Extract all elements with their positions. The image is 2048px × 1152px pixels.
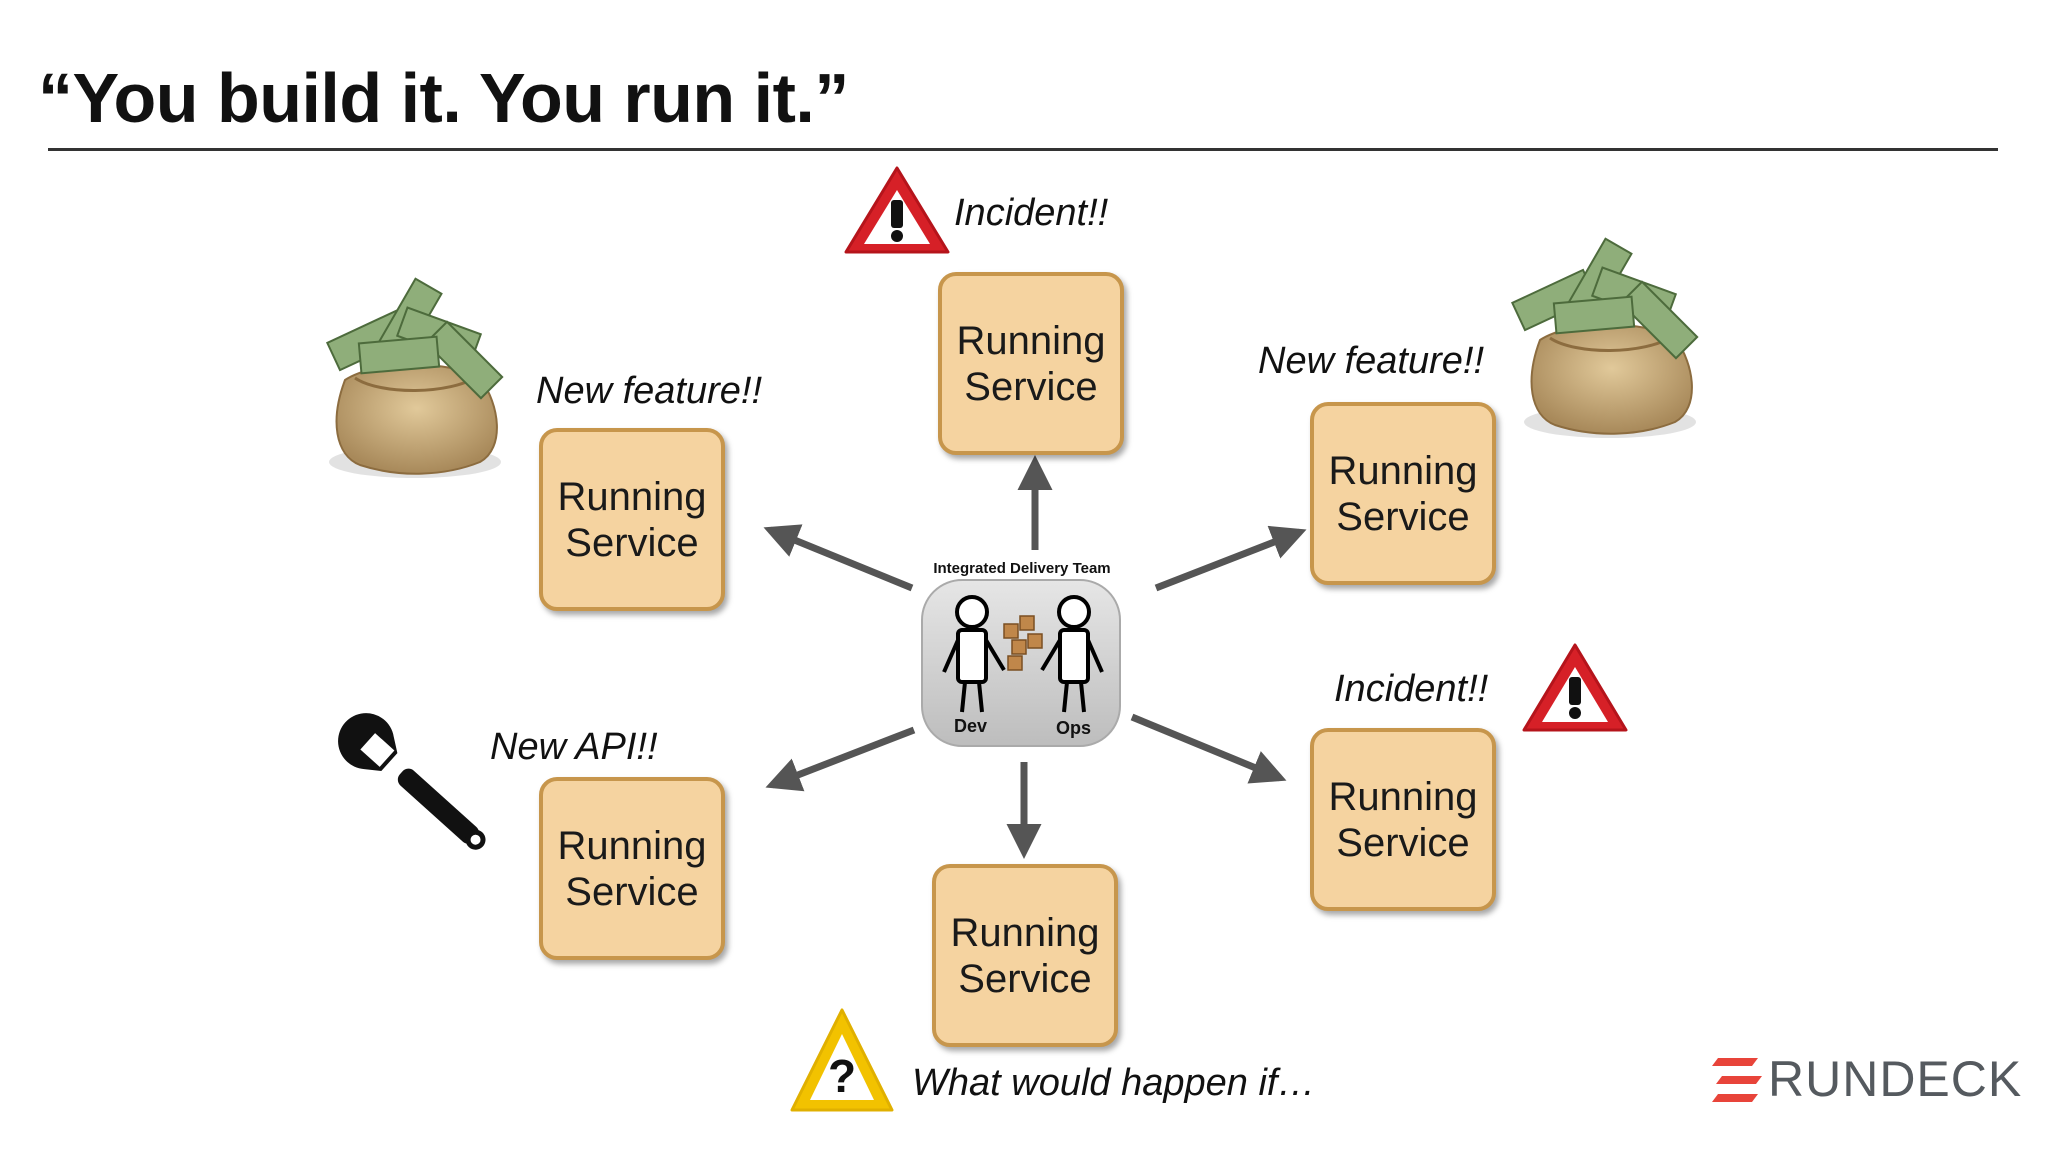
- event-label-incident-top: Incident!!: [954, 192, 1109, 234]
- title-divider: [48, 148, 1998, 151]
- arrow-to-right-lower-service: [1130, 713, 1287, 784]
- rundeck-logo-text: RUNDECK: [1768, 1051, 2023, 1107]
- service-line1: Running: [557, 823, 707, 868]
- dev-label: Dev: [954, 716, 988, 736]
- service-line1: Running: [950, 910, 1100, 955]
- integrated-delivery-team-icon: [921, 579, 1121, 747]
- arrow-to-left-lower-service: [765, 726, 916, 792]
- wrench-icon: [338, 713, 486, 850]
- arrow-to-left-upper-service: [763, 524, 914, 592]
- service-box-left-upper: Running Service: [539, 428, 725, 611]
- arrow-to-right-upper-service: [1154, 525, 1307, 592]
- event-label-new-feature-right: New feature!!: [1258, 340, 1484, 382]
- service-line2: Service: [1336, 820, 1470, 865]
- service-line1: Running: [1328, 774, 1478, 819]
- service-line2: Service: [565, 520, 699, 565]
- ops-label: Ops: [1056, 718, 1092, 738]
- team-title: Integrated Delivery Team: [933, 560, 1111, 577]
- service-box-bottom: Running Service: [932, 864, 1118, 1047]
- rundeck-logo-mark: [1712, 1058, 1762, 1102]
- service-line1: Running: [1328, 448, 1478, 493]
- service-line2: Service: [565, 869, 699, 914]
- service-line2: Service: [1336, 494, 1470, 539]
- slide-title: “You build it. You run it.”: [38, 59, 849, 137]
- service-line2: Service: [964, 364, 1098, 409]
- event-label-new-feature-left: New feature!!: [536, 370, 762, 412]
- service-box-top: Running Service: [938, 272, 1124, 455]
- service-box-right-lower: Running Service: [1310, 728, 1496, 911]
- service-line2: Service: [958, 956, 1092, 1001]
- question-triangle-yellow-icon: ?: [790, 1008, 894, 1112]
- svg-text:?: ?: [828, 1050, 856, 1102]
- event-label-what-if: What would happen if…: [912, 1062, 1316, 1104]
- money-bag-icon-left: [325, 277, 504, 478]
- warning-triangle-red-icon-right: [1522, 643, 1628, 732]
- service-box-right-upper: Running Service: [1310, 402, 1496, 585]
- money-bag-icon-right: [1510, 237, 1699, 438]
- service-line1: Running: [557, 474, 707, 519]
- service-box-left-lower: Running Service: [539, 777, 725, 960]
- service-line1: Running: [956, 318, 1106, 363]
- event-label-incident-right: Incident!!: [1334, 668, 1489, 710]
- event-label-new-api: New API!!: [490, 726, 658, 768]
- warning-triangle-red-icon-top: [844, 166, 950, 254]
